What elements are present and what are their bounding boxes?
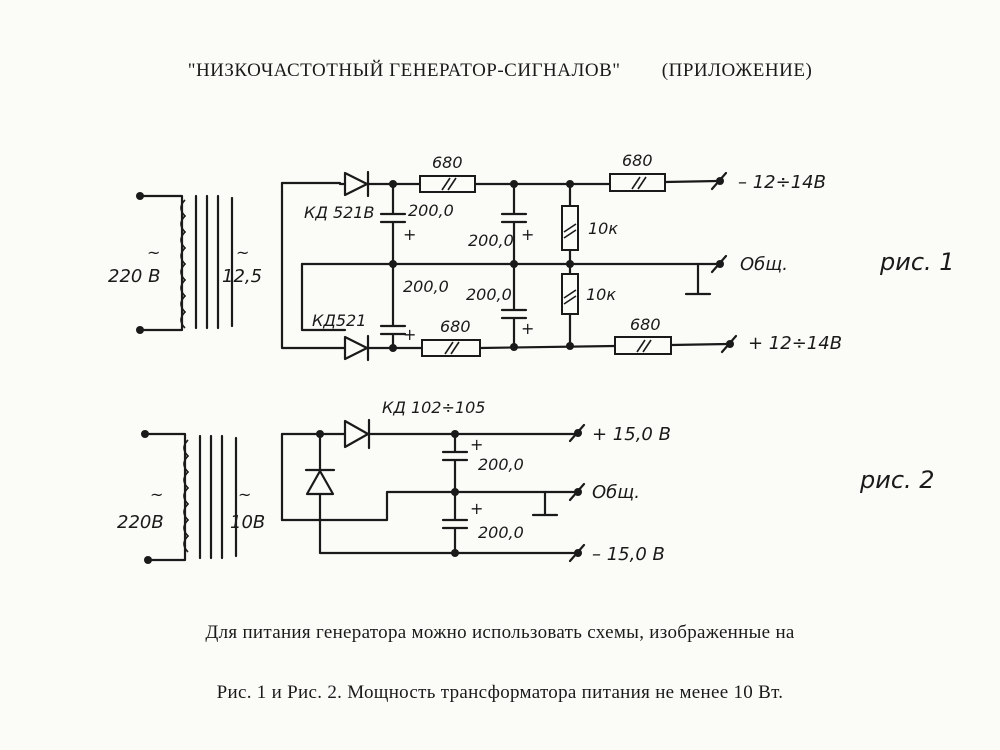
fig2-tilde-primary: ~ — [150, 485, 163, 504]
fig1-diode-top — [338, 170, 370, 198]
fig2-out-negative: – 15,0 В — [592, 544, 665, 565]
fig1-resistor-bottom-2-label: 680 — [630, 315, 661, 334]
fig1-cap-1-plus: + — [403, 225, 416, 244]
fig1-cap-3-label: 200,0 — [468, 231, 514, 250]
fig1-resistor-top-1-label: 680 — [432, 153, 463, 172]
fig2-cap-bottom-label: 200,0 — [478, 523, 524, 542]
fig1-cap-4 — [500, 262, 528, 351]
fig1-resistor-divider-top-label: 10к — [588, 219, 618, 238]
figure-2: ~ ~ 220В 10В КД 102÷105 — [117, 398, 935, 565]
fig2-secondary-voltage: 10В — [230, 512, 265, 533]
fig2-cap-top-plus: + — [470, 435, 483, 454]
fig1-cap-4-plus: + — [521, 319, 534, 338]
schematics: ~ ~ 220 В 12,5 КД 521В — [108, 151, 955, 565]
fig1-cap-2-plus: + — [403, 325, 416, 344]
title-main: "НИЗКОЧАСТОТНЫЙ ГЕНЕРАТОР-СИГНАЛОВ" — [187, 60, 621, 81]
fig1-out-negative: – 12÷14В — [738, 172, 826, 193]
fig1-diode-bottom-label: КД521 — [312, 311, 366, 330]
fig1-tilde-primary: ~ — [147, 243, 160, 262]
fig2-cap-bottom-plus: + — [470, 499, 483, 518]
fig2-diode-top — [343, 418, 371, 450]
fig2-out-common: Общ. — [592, 482, 640, 503]
fig1-resistor-divider-bottom-label: 10к — [586, 285, 616, 304]
fig2-label: рис. 2 — [859, 466, 935, 494]
fig1-cap-1 — [379, 180, 407, 268]
fig1-diode-bottom — [343, 334, 370, 362]
fig1-out-common: Общ. — [740, 254, 788, 275]
fig2-diode-vertical — [304, 432, 457, 555]
fig1-cap-2 — [379, 262, 407, 352]
fig1-secondary-voltage: 12,5 — [222, 266, 262, 287]
paragraph-line-2: Рис. 1 и Рис. 2. Мощность трансформатора… — [216, 682, 784, 703]
figure-1: ~ ~ 220 В 12,5 КД 521В — [108, 151, 955, 362]
fig2-out-positive: + 15,0 В — [592, 424, 671, 445]
paragraph-line-1: Для питания генератора можно использоват… — [205, 622, 795, 643]
fig1-cap-3-plus: + — [521, 225, 534, 244]
fig1-resistor-bottom-1-label: 680 — [440, 317, 471, 336]
fig1-transformer: ~ ~ — [136, 192, 249, 334]
fig2-cap-top — [441, 430, 469, 496]
fig1-out-positive: + 12÷14В — [748, 333, 842, 354]
page-title: "НИЗКОЧАСТОТНЫЙ ГЕНЕРАТОР-СИГНАЛОВ" (ПРИ… — [0, 60, 1000, 82]
fig2-primary-voltage: 220В — [117, 512, 164, 533]
title-subtitle: (ПРИЛОЖЕНИЕ) — [661, 60, 813, 81]
fig2-cap-top-label: 200,0 — [478, 455, 524, 474]
fig1-cap-4-label: 200,0 — [466, 285, 512, 304]
fig1-primary-voltage: 220 В — [108, 266, 160, 287]
fig1-label: рис. 1 — [879, 248, 955, 276]
fig2-cap-bottom — [441, 490, 469, 557]
fig1-cap-3 — [500, 180, 528, 268]
fig2-diode-label: КД 102÷105 — [382, 398, 485, 417]
fig1-resistor-top-2-label: 680 — [622, 151, 653, 170]
fig1-cap-1-label: 200,0 — [408, 201, 454, 220]
fig2-tilde-secondary: ~ — [238, 485, 251, 504]
fig1-diode-top-label: КД 521В — [304, 203, 374, 222]
fig1-cap-2-label: 200,0 — [403, 277, 449, 296]
fig1-tilde-secondary: ~ — [236, 243, 249, 262]
